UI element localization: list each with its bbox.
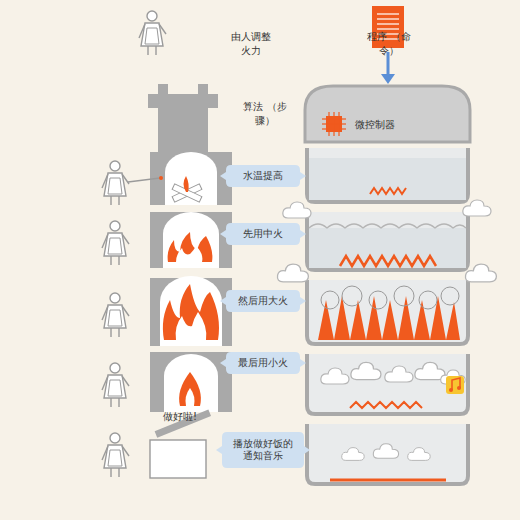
text-label: 做好啦! [150, 410, 210, 424]
bubble-outline [220, 223, 306, 245]
text-label: 程序 （命令） [364, 30, 414, 57]
speech-bubble: 播放做好饭的 通知音乐 [216, 432, 310, 468]
speech-bubble: 水温提高 [220, 165, 306, 187]
bubble-text: 最后用小火 [223, 357, 303, 369]
bubble-text: 先用中火 [223, 228, 303, 240]
bubble-outline [220, 352, 306, 374]
speech-bubble: 最后用小火 [220, 352, 306, 374]
bubble-outline [220, 290, 306, 312]
bubble-text: 播放做好饭的 通知音乐 [230, 438, 296, 463]
text-label: 算法 （步骤） [240, 100, 290, 127]
speech-bubble: 然后用大火 [220, 290, 306, 312]
bubble-outline [220, 165, 306, 187]
text-label: 微控制器 [345, 118, 405, 132]
bubble-outline [216, 432, 310, 468]
bubble-text: 然后用大火 [223, 295, 303, 307]
bubble-text: 水温提高 [223, 170, 303, 182]
text-label: 由人调整 火力 [226, 30, 276, 57]
speech-bubble: 先用中火 [220, 223, 306, 245]
